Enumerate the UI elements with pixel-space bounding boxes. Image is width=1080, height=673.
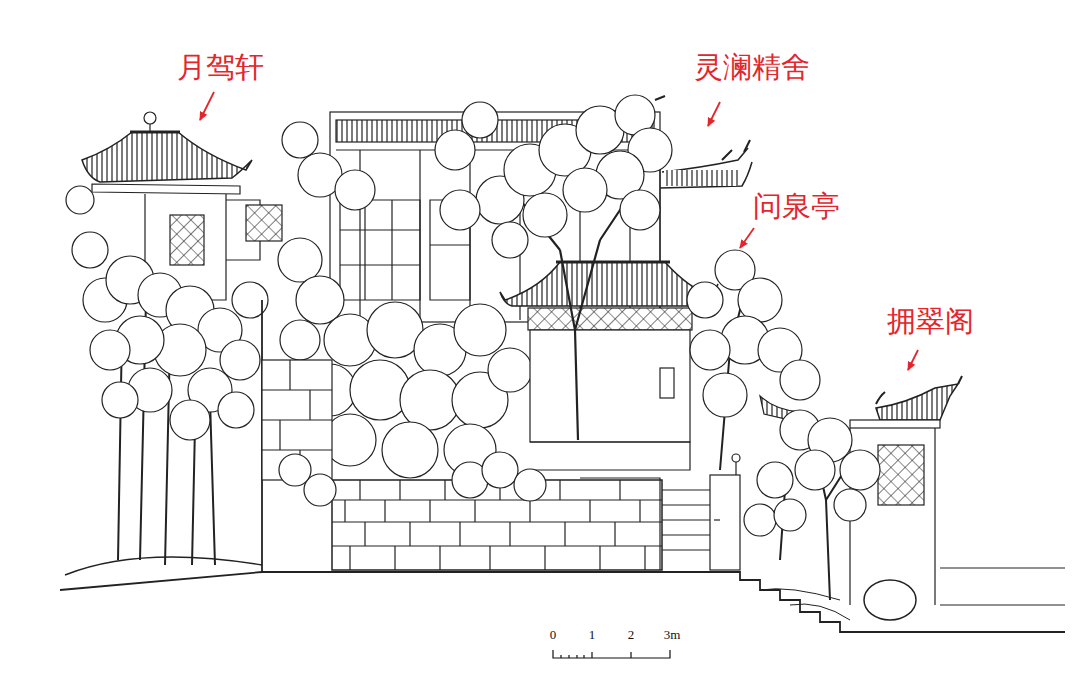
leader-arrow [708,102,720,126]
building-label: 拥翠阁 [887,306,974,338]
scale-number: 0 [550,628,557,642]
leader-arrow [740,228,754,248]
leader-arrow [908,350,918,370]
scale-number: 3m [664,628,681,642]
leader-arrow [200,92,214,120]
building-label: 问泉亭 [753,191,840,223]
scale-number: 1 [589,628,596,642]
scale-number: 2 [628,628,635,642]
building-label: 灵澜精舍 [694,52,810,84]
building-label: 月驾轩 [177,52,264,84]
